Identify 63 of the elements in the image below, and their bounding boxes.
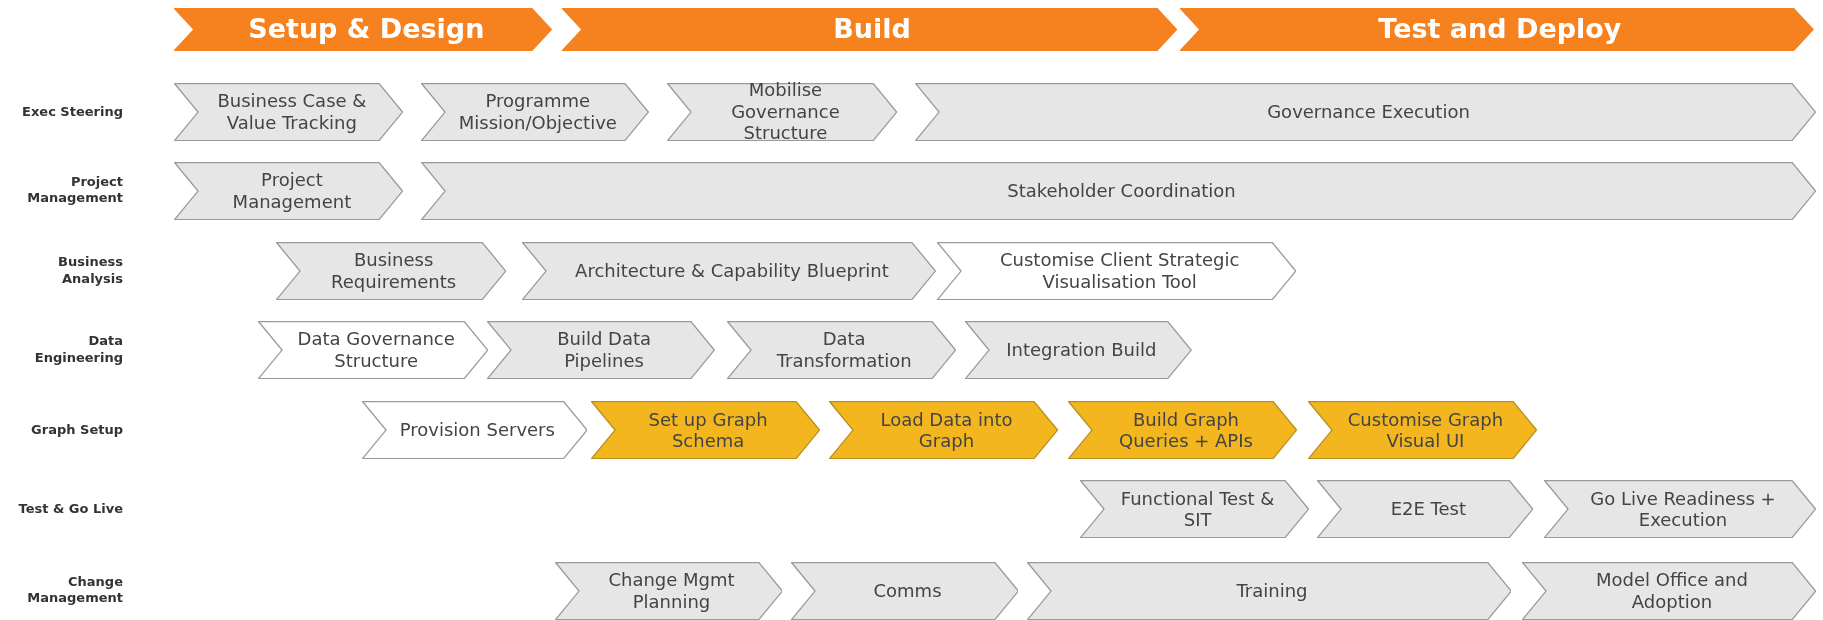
step-label: Integration Build bbox=[1005, 339, 1158, 361]
step-label: Provision Servers bbox=[398, 419, 556, 441]
step-label: Mobilise Governance Structure bbox=[730, 79, 841, 144]
row-label: Data Engineering bbox=[33, 333, 123, 366]
phase-band bbox=[561, 7, 1177, 51]
task-block bbox=[258, 320, 489, 379]
step-label: Data Transformation bbox=[775, 328, 913, 372]
task-block bbox=[1543, 480, 1816, 539]
step-label: Business Requirements bbox=[330, 249, 458, 293]
step-label: Governance Execution bbox=[1266, 100, 1471, 123]
phase-title: Test and Deploy bbox=[1377, 12, 1623, 46]
task-block bbox=[361, 401, 588, 460]
step-label: E2E Test bbox=[1389, 498, 1468, 520]
step-label: Load Data into Graph bbox=[879, 408, 1014, 452]
task-block bbox=[790, 561, 1019, 620]
task-block bbox=[1307, 401, 1537, 460]
step-label: Programme Mission/Objective bbox=[457, 90, 618, 134]
row-label: Exec Steering bbox=[21, 103, 123, 120]
step-label: Build Data Pipelines bbox=[556, 328, 652, 372]
step-label: Training bbox=[1235, 579, 1309, 602]
task-block bbox=[1068, 401, 1298, 460]
task-block bbox=[828, 401, 1058, 460]
task-block bbox=[174, 82, 404, 141]
task-block bbox=[915, 82, 1816, 141]
task-block bbox=[726, 320, 956, 379]
step-label: Business Case & Value Tracking bbox=[216, 90, 368, 134]
step-label: Build Graph Queries + APIs bbox=[1118, 408, 1254, 452]
step-label: Functional Test & SIT bbox=[1119, 487, 1276, 531]
step-label: Customise Client Strategic Visualisation Tool bbox=[999, 249, 1241, 293]
step-label: Data Governance Structure bbox=[296, 328, 456, 372]
row-label: Test & Go Live bbox=[17, 501, 123, 518]
task-block bbox=[275, 241, 506, 300]
step-label: Customise Graph Visual UI bbox=[1346, 408, 1505, 452]
task-block bbox=[420, 161, 1816, 220]
step-label: Go Live Readiness + Execution bbox=[1589, 487, 1777, 531]
row-label: Graph Setup bbox=[30, 422, 123, 439]
task-block bbox=[174, 161, 404, 220]
task-block bbox=[1317, 480, 1534, 539]
phase-band bbox=[174, 7, 553, 51]
task-block bbox=[420, 82, 649, 141]
step-label: Set up Graph Schema bbox=[647, 408, 769, 452]
step-label: Model Office and Adoption bbox=[1595, 569, 1749, 613]
step-label: Stakeholder Coordination bbox=[1006, 179, 1237, 202]
task-block bbox=[590, 401, 820, 460]
row-label: Project Management bbox=[26, 174, 123, 207]
phase-title: Build bbox=[832, 12, 912, 46]
row-label: Change Management bbox=[26, 574, 123, 607]
phase-band bbox=[1180, 7, 1814, 51]
task-block bbox=[1521, 561, 1816, 620]
task-block bbox=[667, 82, 898, 141]
step-label: Change Mgmt Planning bbox=[607, 569, 736, 613]
row-label: Business Analysis bbox=[57, 254, 123, 287]
task-block bbox=[522, 241, 936, 300]
phase-title: Setup & Design bbox=[247, 12, 486, 46]
task-block bbox=[487, 320, 715, 379]
task-block bbox=[937, 241, 1297, 300]
step-label: Comms bbox=[872, 579, 943, 602]
task-block bbox=[1080, 480, 1310, 539]
task-block bbox=[1026, 561, 1512, 620]
task-block bbox=[964, 320, 1192, 379]
step-label: Architecture & Capability Blueprint bbox=[574, 260, 890, 282]
step-label: Project Management bbox=[231, 169, 353, 213]
task-block bbox=[554, 561, 783, 620]
